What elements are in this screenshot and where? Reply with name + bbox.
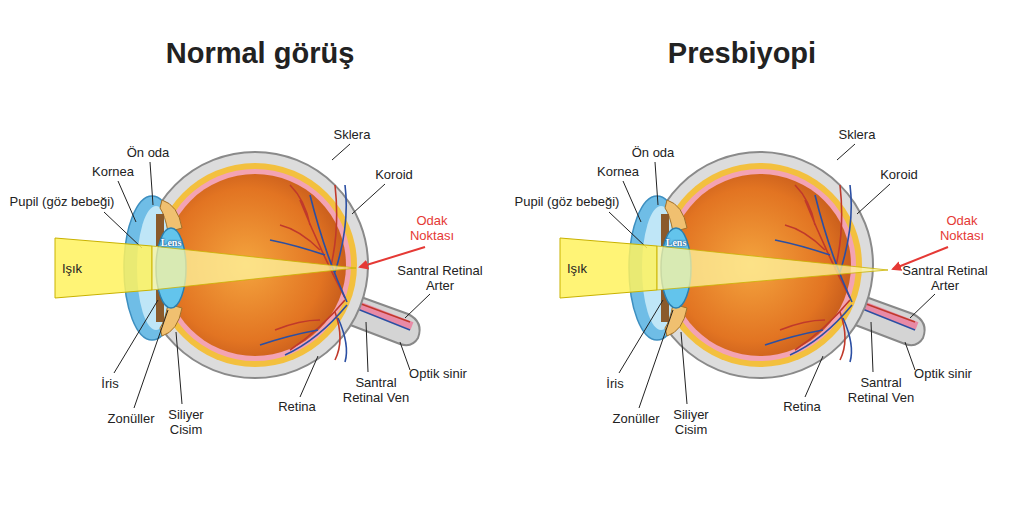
part-label: Kornea	[92, 164, 134, 179]
part-label: Pupil (göz bebeği)	[10, 194, 115, 209]
part-label: İris	[606, 376, 623, 391]
light-label: Işık	[567, 261, 587, 276]
part-label: Optik sinir	[914, 366, 972, 381]
lens-label: Lens	[666, 237, 687, 249]
part-label: Ön oda	[127, 145, 170, 160]
part-label: Santral Retinal Ven	[840, 375, 922, 405]
part-label: Pupil (göz bebeği)	[515, 194, 620, 209]
part-label: Koroid	[880, 167, 918, 182]
eye-presbyopia	[609, 144, 935, 408]
eye-normal	[104, 144, 430, 408]
part-label: Koroid	[375, 167, 413, 182]
part-label: Kornea	[597, 164, 639, 179]
light-beam-presbyopia	[560, 238, 888, 298]
light-beam-normal	[55, 238, 356, 298]
part-label: Siliyer Cisim	[665, 407, 717, 437]
focus-label: Odak Noktası	[405, 213, 459, 243]
part-label: Zonüller	[108, 411, 155, 426]
heading: Presbiyopi	[668, 36, 816, 70]
part-label: Santral Retinal Ven	[335, 375, 417, 405]
part-label: Siliyer Cisim	[160, 407, 212, 437]
part-label: Optik sinir	[409, 366, 467, 381]
light-label: Işık	[62, 261, 82, 276]
part-label: Zonüller	[613, 411, 660, 426]
lens-label: Lens	[161, 237, 182, 249]
focus-label: Odak Noktası	[935, 213, 989, 243]
part-label: Sklera	[334, 127, 371, 142]
part-label: Santral Retinal Arter	[902, 263, 988, 293]
part-label: Santral Retinal Arter	[397, 263, 483, 293]
part-label: Sklera	[839, 127, 876, 142]
part-label: Retina	[278, 399, 316, 414]
part-label: İris	[101, 376, 118, 391]
part-label: Ön oda	[632, 145, 675, 160]
heading: Normal görüş	[166, 36, 355, 70]
part-label: Retina	[783, 399, 821, 414]
